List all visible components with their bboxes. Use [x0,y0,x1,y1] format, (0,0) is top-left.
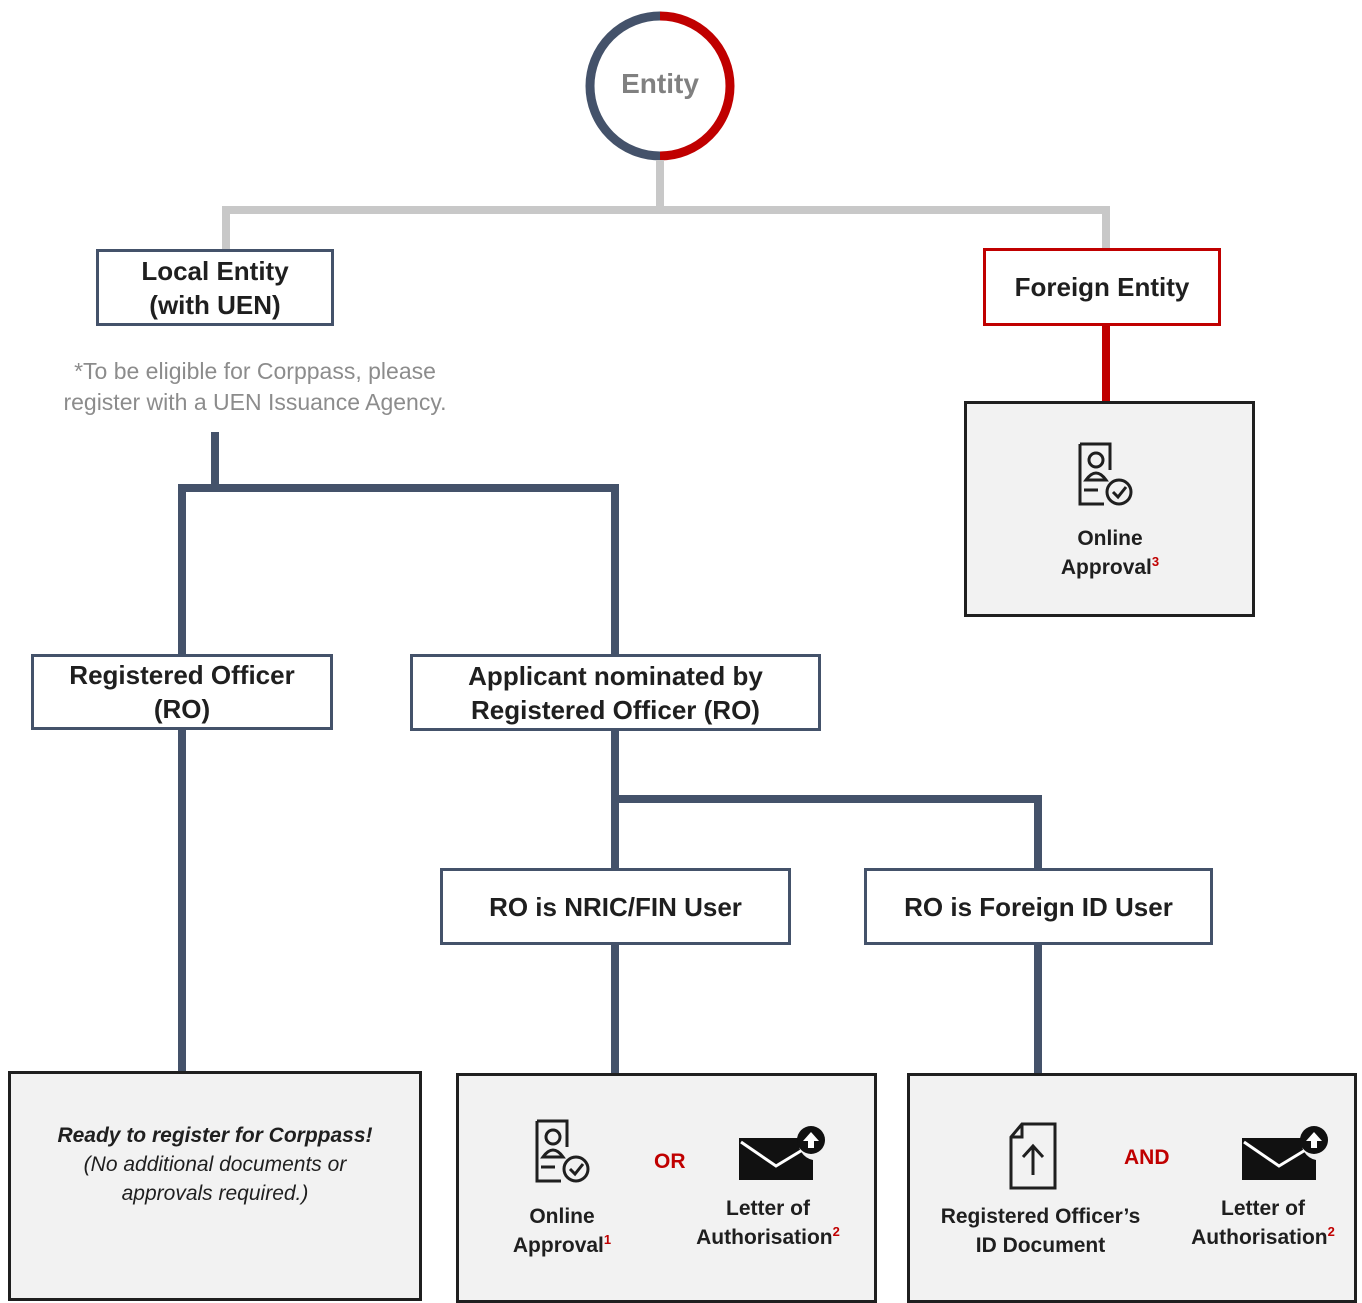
registered-officer-box: Registered Officer (RO) [31,654,333,730]
applicant-box: Applicant nominated by Registered Office… [410,654,821,731]
nric-approval-line2: Approval [512,1234,604,1257]
foreign-approval-box [964,401,1255,617]
ready-line3: approvals required.) [121,1182,309,1205]
foreign-id-label: RO is Foreign ID User [904,891,1173,922]
nric-approval-label: Online Approval1 [482,1202,642,1260]
foreign-letter-line2: Authorisation [1191,1226,1328,1249]
nric-result-box [456,1073,877,1303]
entity-label: Entity [621,68,699,99]
entity-ring-right [659,11,735,161]
nric-letter-line2: Authorisation [696,1226,833,1249]
person-doc-check-icon [1078,442,1133,506]
envelope-upload-icon [739,1126,825,1180]
foreign-approval-line2: Approval [1060,556,1152,579]
local-branch-lines [178,432,1042,1075]
ready-line2: (No additional documents or [83,1153,347,1176]
foreign-id-box: RO is Foreign ID User [864,868,1213,945]
footnote-3: 3 [1151,554,1160,569]
id-document-label: Registered Officer’s ID Document [918,1202,1163,1260]
foreign-approval-label: Online Approval3 [1010,524,1210,582]
nric-fin-label: RO is NRIC/FIN User [489,891,742,922]
and-connector: AND [1124,1146,1170,1169]
id-document-line2: ID Document [975,1234,1106,1257]
nric-fin-box: RO is NRIC/FIN User [440,868,791,945]
applicant-line1: Applicant nominated by [468,660,763,691]
foreign-approval-line1: Online [1077,527,1143,550]
footnote-2: 2 [832,1224,840,1239]
ro-line1: Registered Officer [69,660,295,690]
local-entity-line2: (with UEN) [149,289,281,320]
foreign-result-box [907,1073,1357,1303]
nric-approval-line1: Online [529,1205,595,1228]
foreign-entity-box: Foreign Entity [983,248,1221,326]
top-branch-lines [222,160,1110,250]
entity-ring-left [585,11,661,161]
foreign-letter-line1: Letter of [1221,1197,1305,1220]
local-entity-box: Local Entity (with UEN) [96,249,334,326]
uen-note-line1: *To be eligible for Corppass, please [74,358,436,384]
person-doc-check-icon [535,1119,590,1183]
foreign-entity-label: Foreign Entity [1014,272,1190,302]
envelope-upload-icon [1242,1126,1328,1180]
ready-text: Ready to register for Corppass! (No addi… [20,1121,410,1208]
footnote-2: 2 [1327,1224,1335,1239]
doc-upload-icon [1009,1122,1057,1190]
uen-note: *To be eligible for Corppass, please reg… [20,356,490,418]
footnote-1: 1 [603,1232,612,1247]
ro-line2: (RO) [153,694,211,724]
applicant-line2: Registered Officer (RO) [471,694,760,725]
nric-letter-label: Letter of Authorisation2 [668,1194,868,1252]
nric-letter-line1: Letter of [726,1197,810,1220]
uen-note-line2: register with a UEN Issuance Agency. [63,389,447,415]
local-entity-line1: Local Entity [141,255,289,286]
or-connector: OR [654,1150,686,1173]
foreign-letter-label: Letter of Authorisation2 [1168,1194,1358,1252]
ready-line1: Ready to register for Corppass! [57,1124,373,1147]
id-document-line1: Registered Officer’s [940,1205,1141,1228]
